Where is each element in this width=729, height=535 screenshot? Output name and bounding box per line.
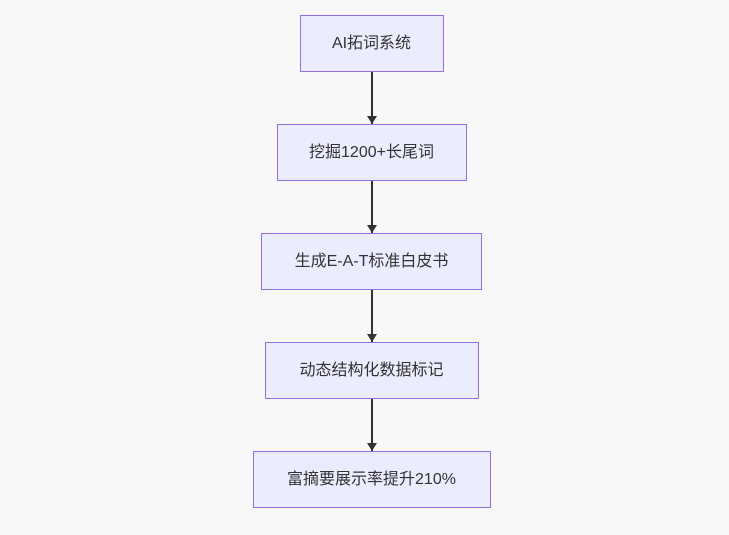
- flowchart: AI拓词系统 挖掘1200+长尾词 生成E-A-T标准白皮书 动态结构化数据标记…: [0, 15, 729, 508]
- flow-node-label: 挖掘1200+长尾词: [309, 143, 434, 161]
- flow-node-rich-snippet-result: 富摘要展示率提升210%: [252, 451, 491, 508]
- flow-node-label: 动态结构化数据标记: [299, 361, 444, 379]
- edge-arrow-down-icon: [370, 181, 373, 233]
- flow-node-label: 富摘要展示率提升210%: [287, 470, 456, 488]
- edge-arrow-down-icon: [370, 72, 373, 124]
- edge-arrow-down-icon: [370, 399, 373, 451]
- flow-node-longtail-mining: 挖掘1200+长尾词: [276, 124, 467, 181]
- flow-node-eat-whitepaper: 生成E-A-T标准白皮书: [261, 233, 482, 290]
- flow-node-structured-data: 动态结构化数据标记: [264, 342, 479, 399]
- edge-arrow-down-icon: [370, 290, 373, 342]
- flow-node-label: AI拓词系统: [331, 34, 412, 52]
- flow-node-label: 生成E-A-T标准白皮书: [294, 252, 449, 270]
- flow-node-ai-word-expansion: AI拓词系统: [299, 15, 444, 72]
